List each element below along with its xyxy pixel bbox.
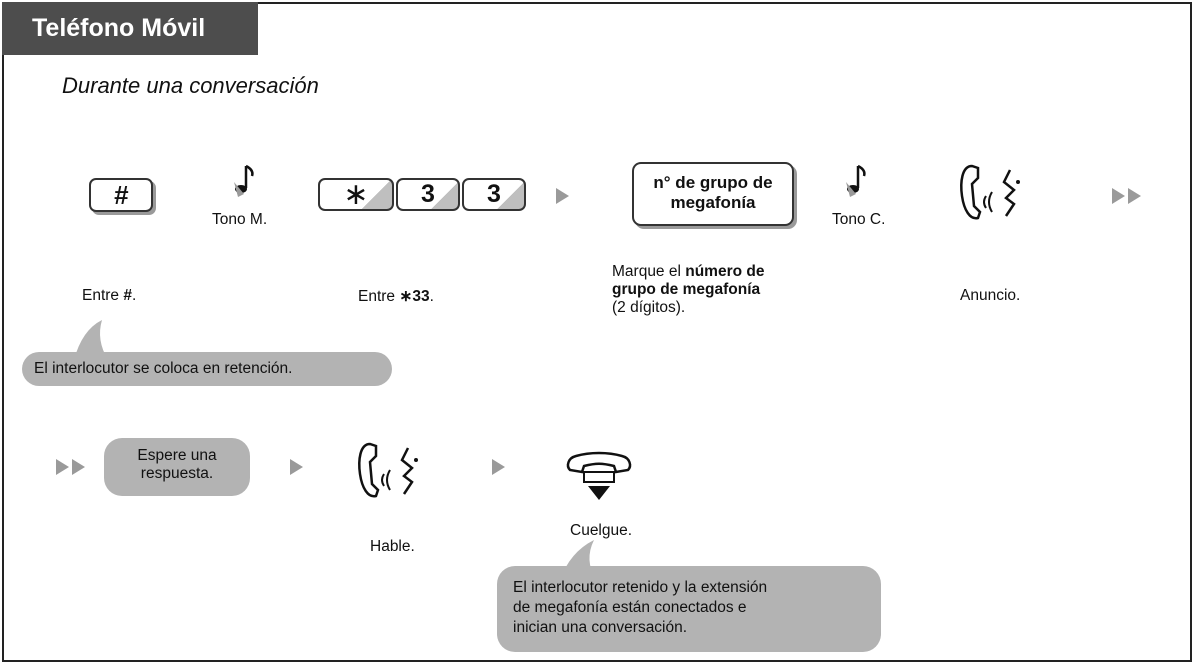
- tone-m-label: Tono M.: [212, 211, 268, 228]
- wait-answer-bubble: Espere una respuesta.: [104, 438, 250, 496]
- tone-note-icon: [846, 164, 866, 197]
- enter-code-text: Entre ∗33.: [358, 288, 434, 305]
- enter-hash-text: Entre #.: [82, 287, 137, 304]
- bubble-pointer: [74, 320, 108, 360]
- tone-note-icon: [234, 164, 254, 197]
- digit-key-3: 3: [462, 178, 526, 211]
- group-key-label-2: megafonía: [670, 193, 756, 212]
- step-arrow: [56, 459, 69, 475]
- announce-text: Anuncio.: [960, 287, 1021, 304]
- talk-handset-icon: [960, 164, 1020, 220]
- group-number-key: n° de grupo de megafonía: [632, 162, 794, 226]
- step-arrow: [1128, 188, 1141, 204]
- page-subtitle: Durante una conversación: [62, 73, 319, 98]
- dial-group-text: Marque el número de grupo de megafonía (…: [612, 263, 765, 316]
- star-key: ∗: [318, 178, 394, 211]
- step-arrow: [1112, 188, 1125, 204]
- hold-bubble: El interlocutor se coloca en retención.: [22, 352, 392, 386]
- talk-text: Hable.: [370, 538, 415, 555]
- feature-code-keys: ∗ 3 3: [318, 178, 528, 211]
- step-arrow: [290, 459, 303, 475]
- step-arrow: [556, 188, 569, 204]
- digit-key-3: 3: [396, 178, 460, 211]
- step-arrow: [72, 459, 85, 475]
- hangup-text: Cuelgue.: [570, 522, 633, 539]
- hang-up-icon: [566, 451, 632, 500]
- step-arrow: [492, 459, 505, 475]
- group-key-label-1: n° de grupo de: [653, 173, 773, 192]
- hash-key: #: [89, 178, 153, 212]
- connected-bubble: El interlocutor retenido y la extensión …: [497, 566, 881, 652]
- tone-c-label: Tono C.: [832, 211, 886, 228]
- page-title: Teléfono Móvil: [2, 2, 258, 55]
- talk-handset-icon: [358, 442, 418, 498]
